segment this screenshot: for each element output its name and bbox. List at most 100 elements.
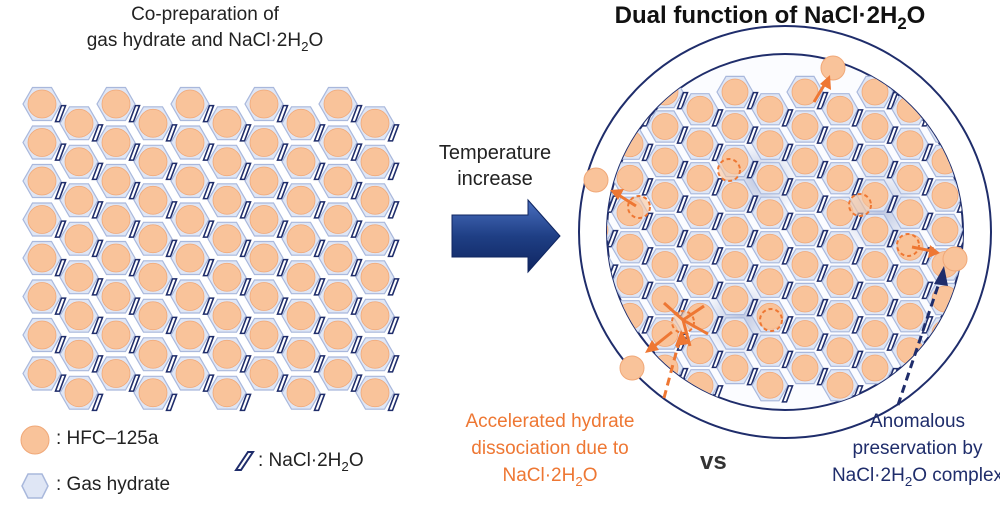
nacl-crystal	[350, 258, 363, 277]
nacl-crystal	[91, 355, 104, 373]
nacl-crystal	[91, 278, 104, 296]
hfc-molecule	[138, 378, 168, 408]
nacl-crystal	[165, 393, 178, 412]
hfc-molecule	[686, 199, 714, 227]
nacl-crystal	[239, 124, 252, 142]
nacl-crystal	[313, 355, 326, 373]
hfc-molecule	[686, 130, 714, 158]
hfc-molecule	[721, 182, 749, 209]
hfc-molecule	[616, 268, 644, 296]
nacl-crystal	[851, 350, 864, 369]
hfc-molecule	[212, 147, 242, 177]
hfc-molecule	[175, 282, 205, 311]
hfc-molecule	[861, 354, 889, 382]
hfc-molecule	[721, 320, 749, 347]
nacl-crystal	[886, 229, 899, 248]
nacl-crystal	[313, 278, 326, 296]
hfc-molecule	[686, 95, 714, 123]
nacl-crystal	[387, 239, 400, 258]
hfc-molecule	[27, 205, 57, 234]
nacl-crystal	[313, 124, 326, 142]
nacl-crystal	[54, 335, 67, 354]
hfc-molecule	[212, 185, 242, 215]
hfc-molecule	[27, 359, 57, 388]
nacl-crystal	[387, 355, 400, 373]
nacl-crystal	[711, 109, 724, 127]
nacl-crystal	[781, 212, 794, 231]
hfc-molecule	[249, 359, 279, 388]
hfc-molecule	[323, 128, 353, 157]
nacl-crystal	[746, 298, 759, 317]
hfc-molecule	[27, 282, 57, 311]
nacl-crystal	[91, 316, 104, 335]
nacl-crystal	[387, 201, 400, 219]
nacl-crystal	[128, 335, 141, 354]
nacl-crystal	[91, 201, 104, 219]
hfc-molecule	[651, 320, 679, 347]
nacl-crystal	[921, 385, 934, 403]
hfc-molecule	[607, 354, 609, 382]
nacl-crystal	[350, 104, 363, 123]
hfc-molecule	[360, 147, 390, 177]
temperature-label: Temperature increase	[438, 142, 552, 190]
hfc-molecule	[791, 251, 819, 278]
hfc-molecule	[249, 89, 279, 119]
hfc-molecule	[64, 108, 94, 138]
nacl-crystal	[816, 367, 829, 386]
nacl-crystal	[711, 247, 724, 265]
hfc-molecule	[101, 128, 131, 157]
nacl-crystal	[276, 374, 289, 392]
nacl-crystal	[202, 258, 215, 277]
hfc-molecule	[791, 113, 819, 140]
nacl-crystal	[851, 316, 864, 334]
nacl-crystal	[921, 281, 934, 300]
hfc-molecule	[249, 205, 279, 234]
nacl-crystal	[350, 220, 363, 238]
hfc-molecule	[64, 224, 94, 254]
nacl-crystal	[886, 264, 899, 282]
hfc-molecule	[101, 243, 131, 273]
nacl-crystal	[202, 220, 215, 238]
hfc-molecule	[686, 233, 714, 261]
hfc-molecule	[360, 108, 390, 138]
legend-nacl-label: : NaCl·2H2O	[258, 450, 364, 474]
nacl-crystal	[641, 316, 654, 334]
hfc-molecule	[138, 224, 168, 254]
hfc-molecule	[212, 224, 242, 254]
hfc-molecule	[175, 243, 205, 273]
orange-leader-arrowhead	[675, 330, 689, 346]
nacl-crystal	[313, 393, 326, 412]
nacl-crystal	[781, 178, 794, 196]
hfc-molecule	[64, 301, 94, 331]
nacl-crystal	[276, 258, 289, 277]
nacl-crystal	[128, 220, 141, 238]
hfc-molecule	[138, 301, 168, 331]
hfc-molecule	[861, 147, 889, 175]
nacl-crystal	[816, 298, 829, 317]
hfc-molecule	[175, 205, 205, 234]
hfc-molecule	[826, 95, 854, 123]
nacl-crystal	[54, 220, 67, 238]
hfc-molecule	[212, 301, 242, 331]
nacl-crystal	[54, 258, 67, 277]
nacl-crystal	[128, 181, 141, 200]
nacl-crystal	[239, 201, 252, 219]
nacl-crystal	[202, 181, 215, 200]
nacl-crystal	[921, 178, 934, 196]
hfc-molecule	[101, 359, 131, 388]
nacl-crystal	[956, 367, 963, 386]
nacl-crystal	[781, 385, 794, 403]
nacl-crystal	[956, 91, 963, 110]
nacl-crystal	[91, 393, 104, 412]
nacl-crystal	[313, 162, 326, 181]
hfc-molecule	[323, 166, 353, 196]
hfc-molecule	[323, 243, 353, 273]
nacl-crystal	[202, 297, 215, 315]
nacl-crystal	[816, 160, 829, 179]
caption-leader-lines	[662, 279, 942, 406]
nacl-crystal	[607, 229, 619, 248]
hfc-molecule	[861, 320, 889, 347]
nacl-crystal	[851, 143, 864, 162]
hfc-molecule	[791, 320, 819, 347]
